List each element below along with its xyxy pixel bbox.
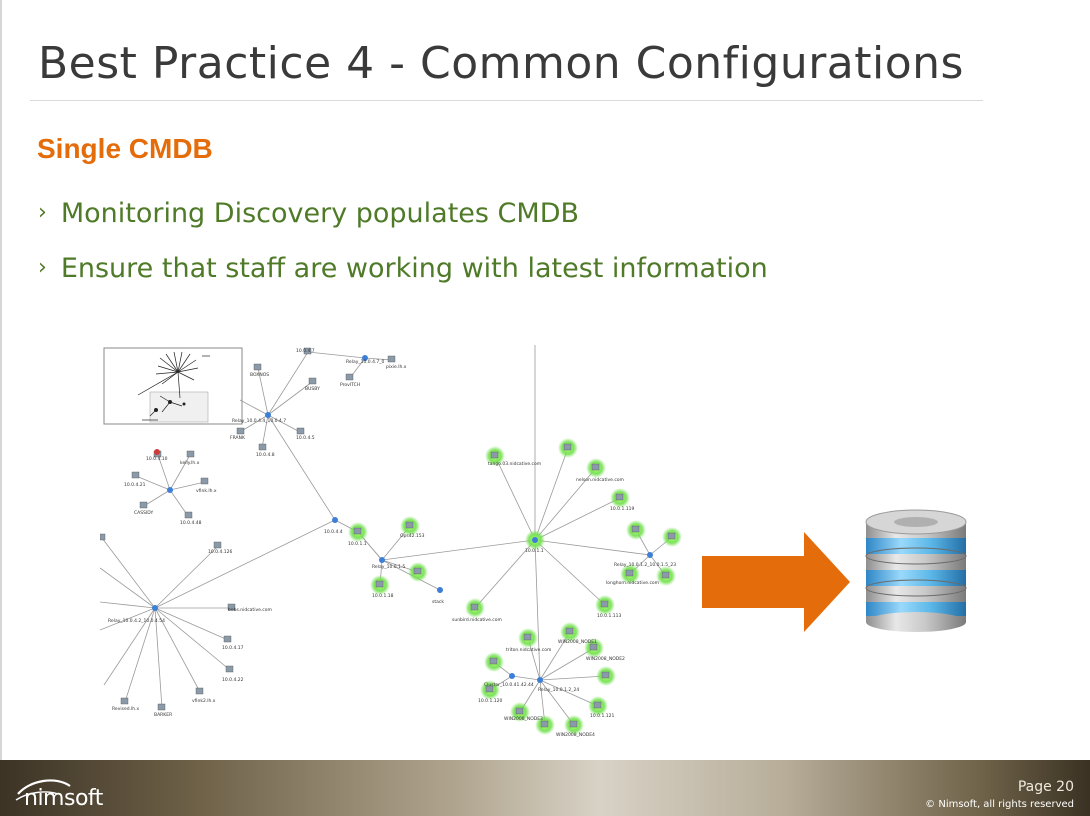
svg-text:WIN2008_NODE1: WIN2008_NODE1 bbox=[558, 639, 597, 645]
alert-node bbox=[154, 449, 160, 455]
slide-title: Best Practice 4 - Common Configurations bbox=[38, 38, 964, 89]
svg-text:bobs.nidcative.com: bobs.nidcative.com bbox=[228, 607, 272, 613]
svg-text:pixie.lh.x: pixie.lh.x bbox=[386, 364, 407, 370]
relay-nodes bbox=[152, 355, 653, 683]
bullet-marker: › bbox=[38, 200, 47, 225]
svg-text:10.0.1.1: 10.0.1.1 bbox=[525, 548, 544, 554]
svg-text:vfink2.lh.x: vfink2.lh.x bbox=[192, 698, 216, 704]
svg-text:10.0.1.119: 10.0.1.119 bbox=[610, 506, 634, 512]
svg-text:10.0.4.17: 10.0.4.17 bbox=[222, 645, 244, 651]
svg-text:nelson.nidcative.com: nelson.nidcative.com bbox=[576, 477, 624, 483]
svg-text:WIN2008_NODE4: WIN2008_NODE4 bbox=[556, 732, 595, 738]
svg-text:10.0.4.7: 10.0.4.7 bbox=[296, 348, 315, 354]
svg-text:Cluster_10.0.41.42.44: Cluster_10.0.41.42.44 bbox=[484, 682, 534, 688]
svg-text:WIN2008_NODE2: WIN2008_NODE2 bbox=[586, 656, 625, 662]
bullet-list: › Monitoring Discovery populates CMDB › En… bbox=[38, 198, 768, 308]
minimap[interactable] bbox=[103, 347, 243, 425]
svg-text:10.0.1.18: 10.0.1.18 bbox=[372, 593, 394, 599]
svg-text:triton.nidcative.com: triton.nidcative.com bbox=[506, 647, 551, 653]
svg-text:10.0.4.21: 10.0.4.21 bbox=[124, 482, 146, 488]
footer-bar: nimsoft Page 20 © Nimsoft, all rights re… bbox=[0, 760, 1090, 816]
svg-text:Relay_10.0.4.2_10.0.4.54: Relay_10.0.4.2_10.0.4.54 bbox=[108, 618, 165, 624]
svg-text:ProvITCH: ProvITCH bbox=[340, 382, 360, 388]
svg-text:10.0.4.22: 10.0.4.22 bbox=[222, 677, 244, 683]
svg-text:Relay_10.0.4.4_10.0.4.7: Relay_10.0.4.4_10.0.4.7 bbox=[232, 418, 286, 424]
slide-subtitle: Single CMDB bbox=[37, 133, 213, 164]
svg-text:10.0.1.120: 10.0.1.120 bbox=[478, 698, 502, 704]
network-map-icon: 10.0.4.7 Relay_10.0.4.7_0 BOXNOS BUSBY p… bbox=[100, 345, 682, 738]
svg-text:10.0.4.10: 10.0.4.10 bbox=[146, 456, 168, 462]
arrow-right-icon bbox=[702, 532, 850, 632]
svg-text:Revised.lh.x: Revised.lh.x bbox=[112, 706, 140, 712]
svg-text:tango.03.nidcative.com: tango.03.nidcative.com bbox=[488, 461, 541, 467]
bullet-text: Ensure that staff are working with lates… bbox=[60, 253, 768, 284]
svg-text:BARKER: BARKER bbox=[154, 712, 172, 718]
svg-text:Relay_10.0.4.7_0: Relay_10.0.4.7_0 bbox=[346, 359, 384, 365]
database-icon bbox=[865, 509, 967, 632]
svg-text:kelly.lh.x: kelly.lh.x bbox=[180, 460, 200, 466]
bullet-item: › Ensure that staff are working with late… bbox=[38, 253, 768, 308]
svg-text:vfink.lh.x: vfink.lh.x bbox=[196, 488, 217, 494]
bullet-item: › Monitoring Discovery populates CMDB bbox=[38, 198, 768, 253]
svg-text:10.0.1.121: 10.0.1.121 bbox=[590, 713, 614, 719]
svg-text:longhorn.nidcative.com: longhorn.nidcative.com bbox=[606, 580, 659, 586]
svg-text:10.0.1.113: 10.0.1.113 bbox=[597, 613, 621, 619]
page-number: Page 20 bbox=[1017, 779, 1074, 795]
svg-text:sunbird.nidcative.com: sunbird.nidcative.com bbox=[452, 617, 502, 623]
svg-text:10.0.4.126: 10.0.4.126 bbox=[208, 549, 232, 555]
svg-text:Ops42.153: Ops42.153 bbox=[400, 533, 425, 539]
network-labels: 10.0.4.7 Relay_10.0.4.7_0 BOXNOS BUSBY p… bbox=[108, 348, 676, 738]
left-border bbox=[0, 0, 2, 760]
svg-text:FRANK: FRANK bbox=[230, 435, 246, 441]
svg-text:stack: stack bbox=[432, 599, 444, 605]
svg-text:Relay_10.0.1.2_24: Relay_10.0.1.2_24 bbox=[538, 687, 579, 693]
copyright-notice: © Nimsoft, all rights reserved bbox=[925, 799, 1074, 810]
svg-text:CASSIDY: CASSIDY bbox=[134, 510, 153, 516]
svg-text:10.0.4.48: 10.0.4.48 bbox=[180, 520, 202, 526]
svg-text:Relay_10.0.1.2_10.0.1.5_23: Relay_10.0.1.2_10.0.1.5_23 bbox=[614, 562, 676, 568]
svg-text:10.0.4.8: 10.0.4.8 bbox=[256, 452, 275, 458]
svg-text:10.0.4.5: 10.0.4.5 bbox=[296, 435, 315, 441]
svg-text:WIN2008_NODE3: WIN2008_NODE3 bbox=[504, 716, 543, 722]
svg-text:10.0.1.1: 10.0.1.1 bbox=[348, 541, 367, 547]
logo-wordmark: nimsoft bbox=[24, 786, 103, 811]
bullet-text: Monitoring Discovery populates CMDB bbox=[60, 198, 580, 229]
svg-text:10.0.4.4: 10.0.4.4 bbox=[324, 529, 343, 535]
bullet-marker: › bbox=[38, 255, 47, 280]
nimsoft-logo-icon bbox=[15, 779, 71, 801]
svg-text:Relay_10.0.1.5: Relay_10.0.1.5 bbox=[372, 564, 405, 570]
monitored-node-glows bbox=[348, 438, 682, 735]
svg-text:BUSBY: BUSBY bbox=[305, 386, 320, 392]
title-divider bbox=[30, 100, 983, 101]
svg-text:BOXNOS: BOXNOS bbox=[250, 372, 269, 378]
